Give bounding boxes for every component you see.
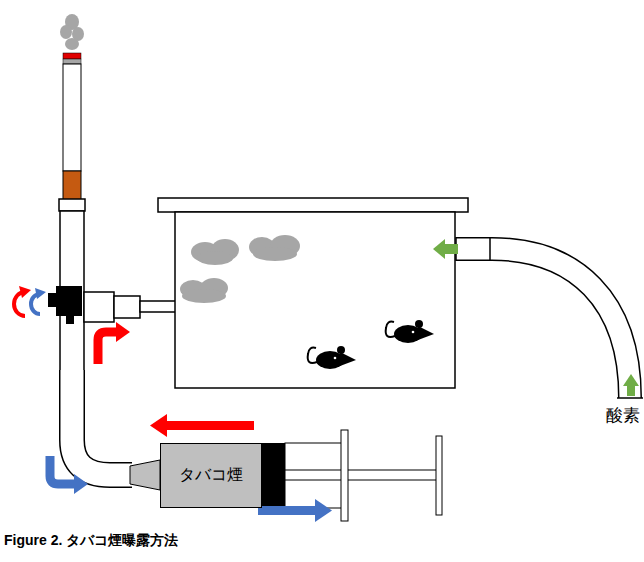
smoke <box>60 14 84 50</box>
mouse <box>308 320 434 369</box>
syringe-barrel: タバコ煙 <box>160 443 262 508</box>
syringe-label: タバコ煙 <box>179 465 243 486</box>
gas-label: 酸素 <box>606 404 640 427</box>
figure-caption: Figure 2. タバコ煙曝露方法 <box>4 532 178 550</box>
